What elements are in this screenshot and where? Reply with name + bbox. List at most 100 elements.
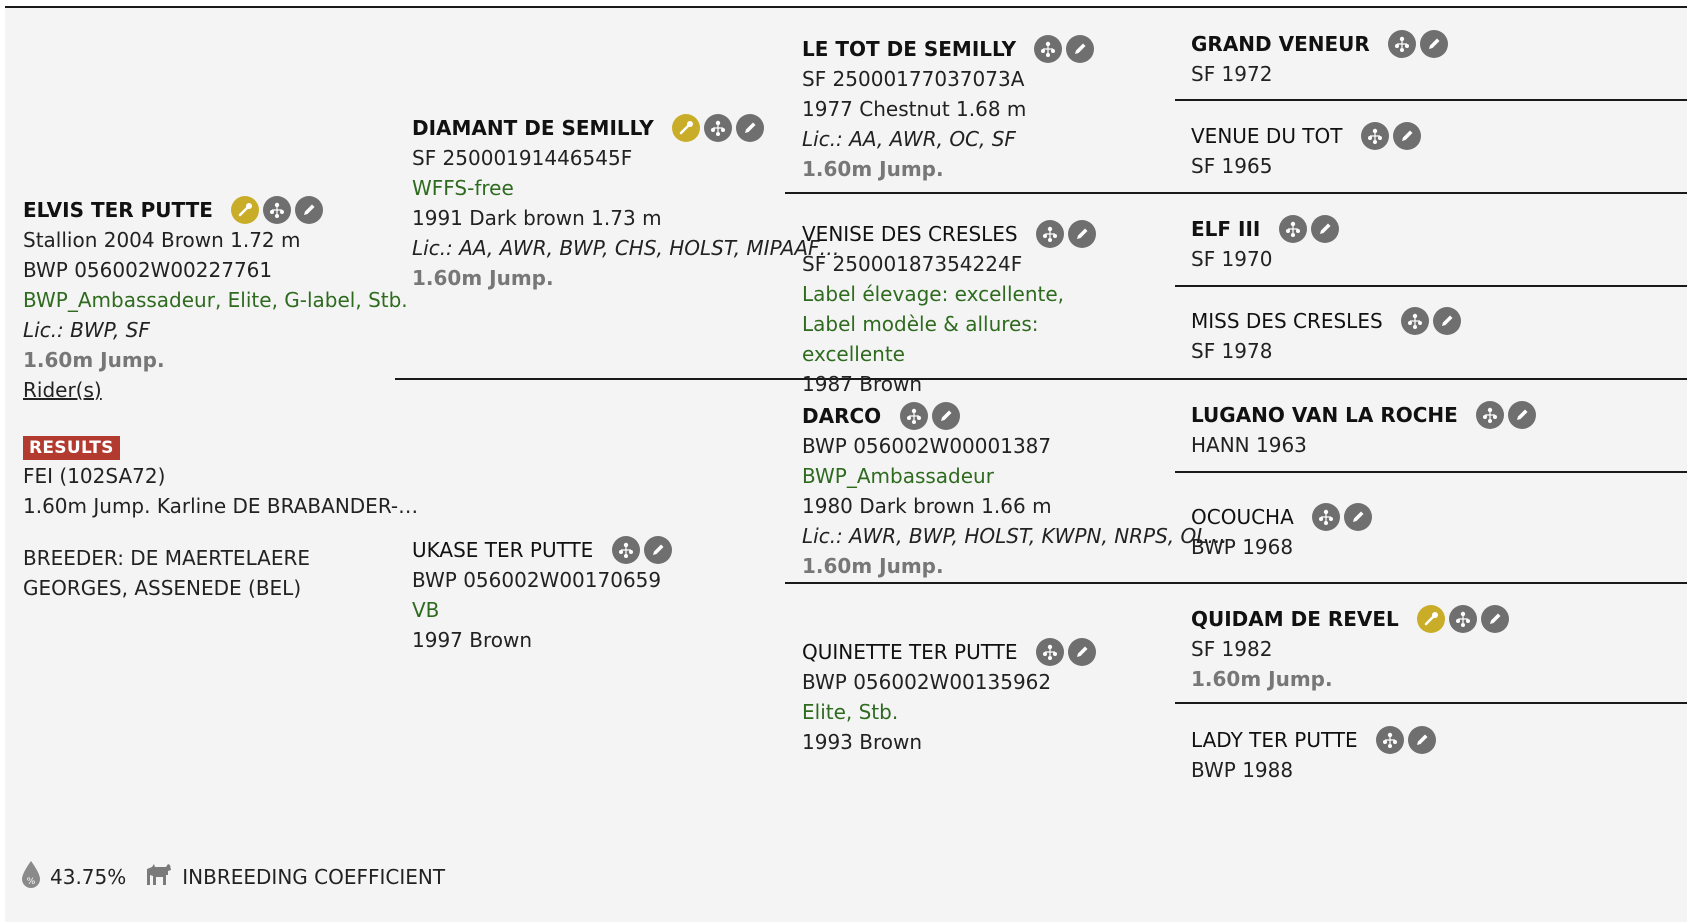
sire-cell: DIAMANT DE SEMILLY SF 25000191446545F WF… xyxy=(412,111,840,293)
dam-cell: UKASE TER PUTTE BWP 056002W00170659 VB 1… xyxy=(412,533,777,655)
pedigree-icon[interactable] xyxy=(1035,637,1064,666)
pedigree-icon[interactable] xyxy=(704,113,733,142)
subject-licenses: Lic.: BWP, SF xyxy=(23,317,150,342)
edit-icon[interactable] xyxy=(1433,306,1462,335)
great-grandparent-info: BWP 1988 xyxy=(1191,757,1294,782)
grandparent-ss-licenses: Lic.: AA, AWR, OC, SF xyxy=(802,126,1016,151)
drop-percent-icon: % xyxy=(20,860,42,893)
sire-labels: WFFS-free xyxy=(412,175,514,200)
grandparent-sd-details: 1987 Brown xyxy=(802,371,923,396)
pedigree-icon[interactable] xyxy=(1034,34,1063,63)
dam-name[interactable]: UKASE TER PUTTE xyxy=(412,537,594,562)
edit-icon[interactable] xyxy=(295,195,324,224)
great-grandparent-name[interactable]: QUIDAM DE REVEL xyxy=(1191,606,1399,631)
pedigree-icon[interactable] xyxy=(1449,604,1478,633)
subject-registration: BWP 056002W00227761 xyxy=(23,257,273,282)
great-grandparent-cell: MISS DES CRESLES SF 1978 xyxy=(1191,304,1681,366)
edit-icon[interactable] xyxy=(1408,725,1437,754)
great-grandparent-cell: OCOUCHA BWP 1968 xyxy=(1191,500,1681,562)
grandparent-ds-name[interactable]: DARCO xyxy=(802,403,882,428)
sire-details: 1991 Dark brown 1.73 m xyxy=(412,205,662,230)
grandparent-ss-details: 1977 Chestnut 1.68 m xyxy=(802,96,1027,121)
riders-link[interactable]: Rider(s) xyxy=(23,377,102,402)
subject-details: Stallion 2004 Brown 1.72 m xyxy=(23,227,301,252)
inbreeding-link[interactable]: INBREEDING COEFFICIENT xyxy=(182,864,446,889)
subject-cell: ELVIS TER PUTTE Stallion 2004 Brown 1.72… xyxy=(23,193,419,603)
edit-icon[interactable] xyxy=(1066,34,1095,63)
inbreeding-footer: % 43.75% INBREEDING COEFFICIENT xyxy=(20,860,445,893)
great-grandparent-name[interactable]: MISS DES CRESLES xyxy=(1191,308,1383,333)
divider xyxy=(1175,285,1687,287)
pedigree-icon[interactable] xyxy=(263,195,292,224)
great-grandparent-cell: GRAND VENEUR SF 1972 xyxy=(1191,27,1681,89)
edit-icon[interactable] xyxy=(1344,502,1373,531)
grandparent-ss-name[interactable]: LE TOT DE SEMILLY xyxy=(802,36,1017,61)
pedigree-table: ELVIS TER PUTTE Stallion 2004 Brown 1.72… xyxy=(5,6,1687,922)
grandparent-sd-registration: SF 25000187354224F xyxy=(802,251,1023,276)
grandparent-sd-cell: VENISE DES CRESLES SF 25000187354224F La… xyxy=(802,217,1172,399)
great-grandparent-name[interactable]: LADY TER PUTTE xyxy=(1191,727,1358,752)
pedigree-icon[interactable] xyxy=(1376,725,1405,754)
great-grandparent-name[interactable]: VENUE DU TOT xyxy=(1191,123,1343,148)
edit-icon[interactable] xyxy=(1067,219,1096,248)
edit-icon[interactable] xyxy=(1067,637,1096,666)
divider xyxy=(395,378,1687,380)
subject-jump-level: 1.60m Jump. xyxy=(23,347,165,372)
grandparent-dd-labels: Elite, Stb. xyxy=(802,699,899,724)
grandparent-dd-name[interactable]: QUINETTE TER PUTTE xyxy=(802,639,1018,664)
pedigree-icon[interactable] xyxy=(1401,306,1430,335)
great-grandparent-name[interactable]: OCOUCHA xyxy=(1191,504,1294,529)
pedigree-icon[interactable] xyxy=(1360,121,1389,150)
svg-text:%: % xyxy=(27,877,36,887)
grandparent-sd-name[interactable]: VENISE DES CRESLES xyxy=(802,221,1018,246)
pedigree-icon[interactable] xyxy=(1312,502,1341,531)
pedigree-icon[interactable] xyxy=(1388,29,1417,58)
great-grandparent-cell: LADY TER PUTTE BWP 1988 xyxy=(1191,723,1681,785)
pedigree-icon[interactable] xyxy=(611,535,640,564)
grandparent-ss-registration: SF 25000177037073A xyxy=(802,66,1025,91)
dam-labels: VB xyxy=(412,597,440,622)
great-grandparent-cell: VENUE DU TOT SF 1965 xyxy=(1191,119,1681,181)
edit-icon[interactable] xyxy=(1481,604,1510,633)
results-badge[interactable]: RESULTS xyxy=(23,435,120,460)
great-grandparent-name[interactable]: GRAND VENEUR xyxy=(1191,31,1370,56)
divider xyxy=(785,192,1687,194)
edit-icon[interactable] xyxy=(931,401,960,430)
inbreeding-value: 43.75% xyxy=(50,864,127,889)
dam-registration: BWP 056002W00170659 xyxy=(412,567,662,592)
pedigree-icon[interactable] xyxy=(899,401,928,430)
edit-icon[interactable] xyxy=(1310,214,1339,243)
pedigree-icon[interactable] xyxy=(1476,400,1505,429)
semen-icon[interactable] xyxy=(231,195,260,224)
edit-icon[interactable] xyxy=(1420,29,1449,58)
semen-icon[interactable] xyxy=(1417,604,1446,633)
grandparent-ds-jump-level: 1.60m Jump. xyxy=(802,553,944,578)
grandparent-dd-details: 1993 Brown xyxy=(802,729,923,754)
edit-icon[interactable] xyxy=(643,535,672,564)
great-grandparent-info: SF 1978 xyxy=(1191,338,1273,363)
great-grandparent-cell: LUGANO VAN LA ROCHE HANN 1963 xyxy=(1191,398,1681,460)
edit-icon[interactable] xyxy=(736,113,765,142)
grandparent-ds-registration: BWP 056002W00001387 xyxy=(802,433,1052,458)
grandparent-ds-cell: DARCO BWP 056002W00001387 BWP_Ambassadeu… xyxy=(802,399,1227,581)
dam-details: 1997 Brown xyxy=(412,627,533,652)
grandparent-ds-details: 1980 Dark brown 1.66 m xyxy=(802,493,1052,518)
divider xyxy=(1175,702,1687,704)
pedigree-icon[interactable] xyxy=(1278,214,1307,243)
subject-labels: BWP_Ambassadeur, Elite, G-label, Stb. xyxy=(23,287,408,312)
great-grandparent-info: SF 1970 xyxy=(1191,246,1273,271)
sire-name[interactable]: DIAMANT DE SEMILLY xyxy=(412,115,654,140)
great-grandparent-name[interactable]: ELF III xyxy=(1191,216,1261,241)
subject-name[interactable]: ELVIS TER PUTTE xyxy=(23,197,213,222)
edit-icon[interactable] xyxy=(1508,400,1537,429)
grandparent-ds-labels: BWP_Ambassadeur xyxy=(802,463,994,488)
semen-icon[interactable] xyxy=(672,113,701,142)
great-grandparent-name[interactable]: LUGANO VAN LA ROCHE xyxy=(1191,402,1458,427)
grandparent-dd-registration: BWP 056002W00135962 xyxy=(802,669,1052,694)
horse-icon[interactable] xyxy=(144,861,174,892)
grandparent-sd-labels: Label élevage: excellente, Label modèle … xyxy=(802,281,1065,366)
edit-icon[interactable] xyxy=(1392,121,1421,150)
results-line[interactable]: 1.60m Jump. Karline DE BRABANDER-… xyxy=(23,493,419,518)
great-grandparent-cell: QUIDAM DE REVEL SF 1982 1.60m Jump. xyxy=(1191,602,1681,694)
pedigree-icon[interactable] xyxy=(1035,219,1064,248)
